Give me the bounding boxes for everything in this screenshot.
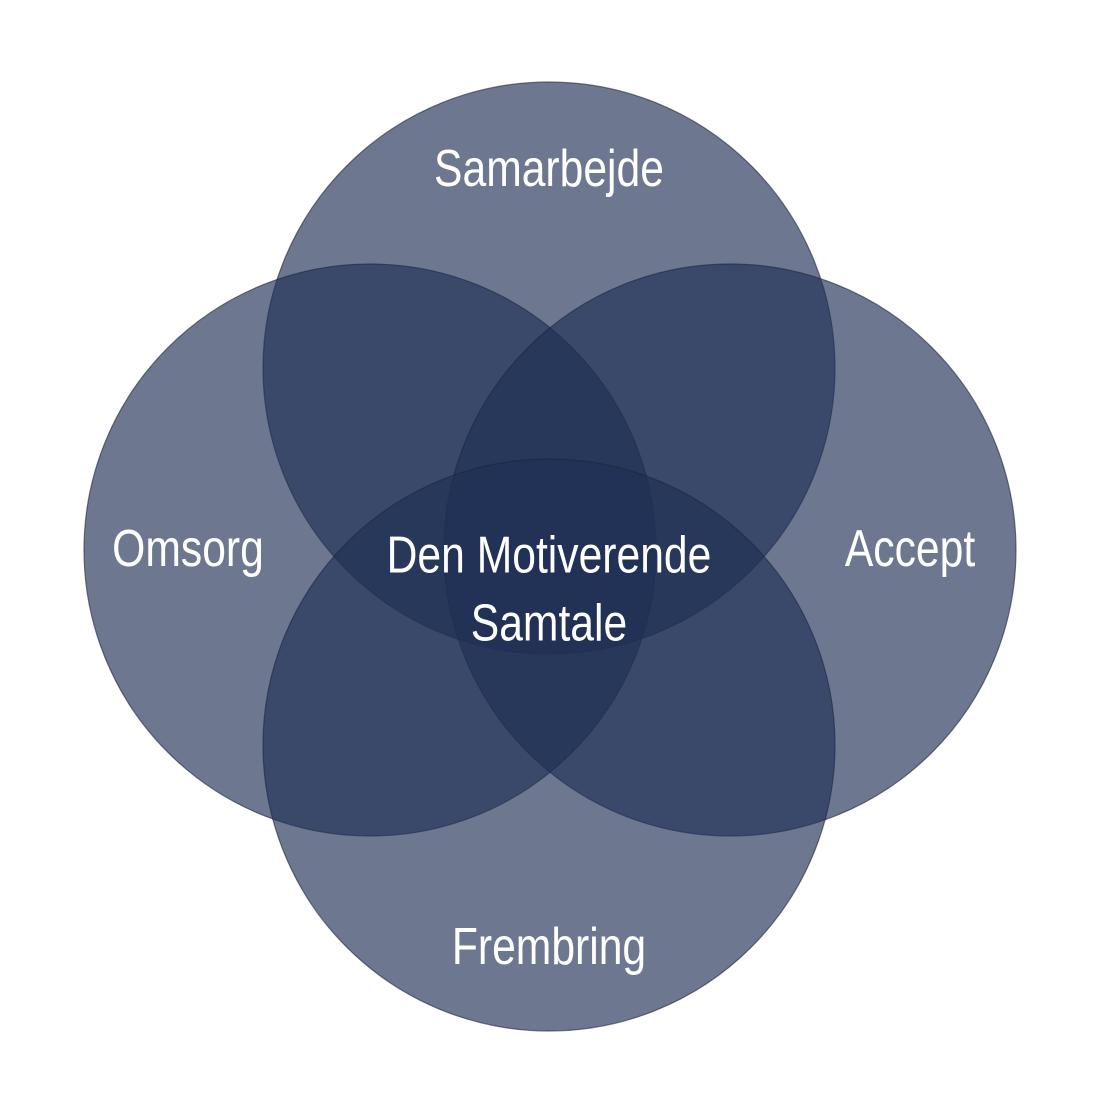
label-omsorg: Omsorg xyxy=(112,520,264,579)
label-accept: Accept xyxy=(844,520,976,579)
label-frembring: Frembring xyxy=(451,918,647,977)
center-label-line1: Den Motiverende xyxy=(386,526,712,585)
center-label-line2: Samtale xyxy=(470,594,628,652)
center-label: Den Motiverende Samtale xyxy=(387,522,712,657)
circle-frembring xyxy=(262,458,836,1032)
label-samarbejde: Samarbejde xyxy=(434,140,664,199)
